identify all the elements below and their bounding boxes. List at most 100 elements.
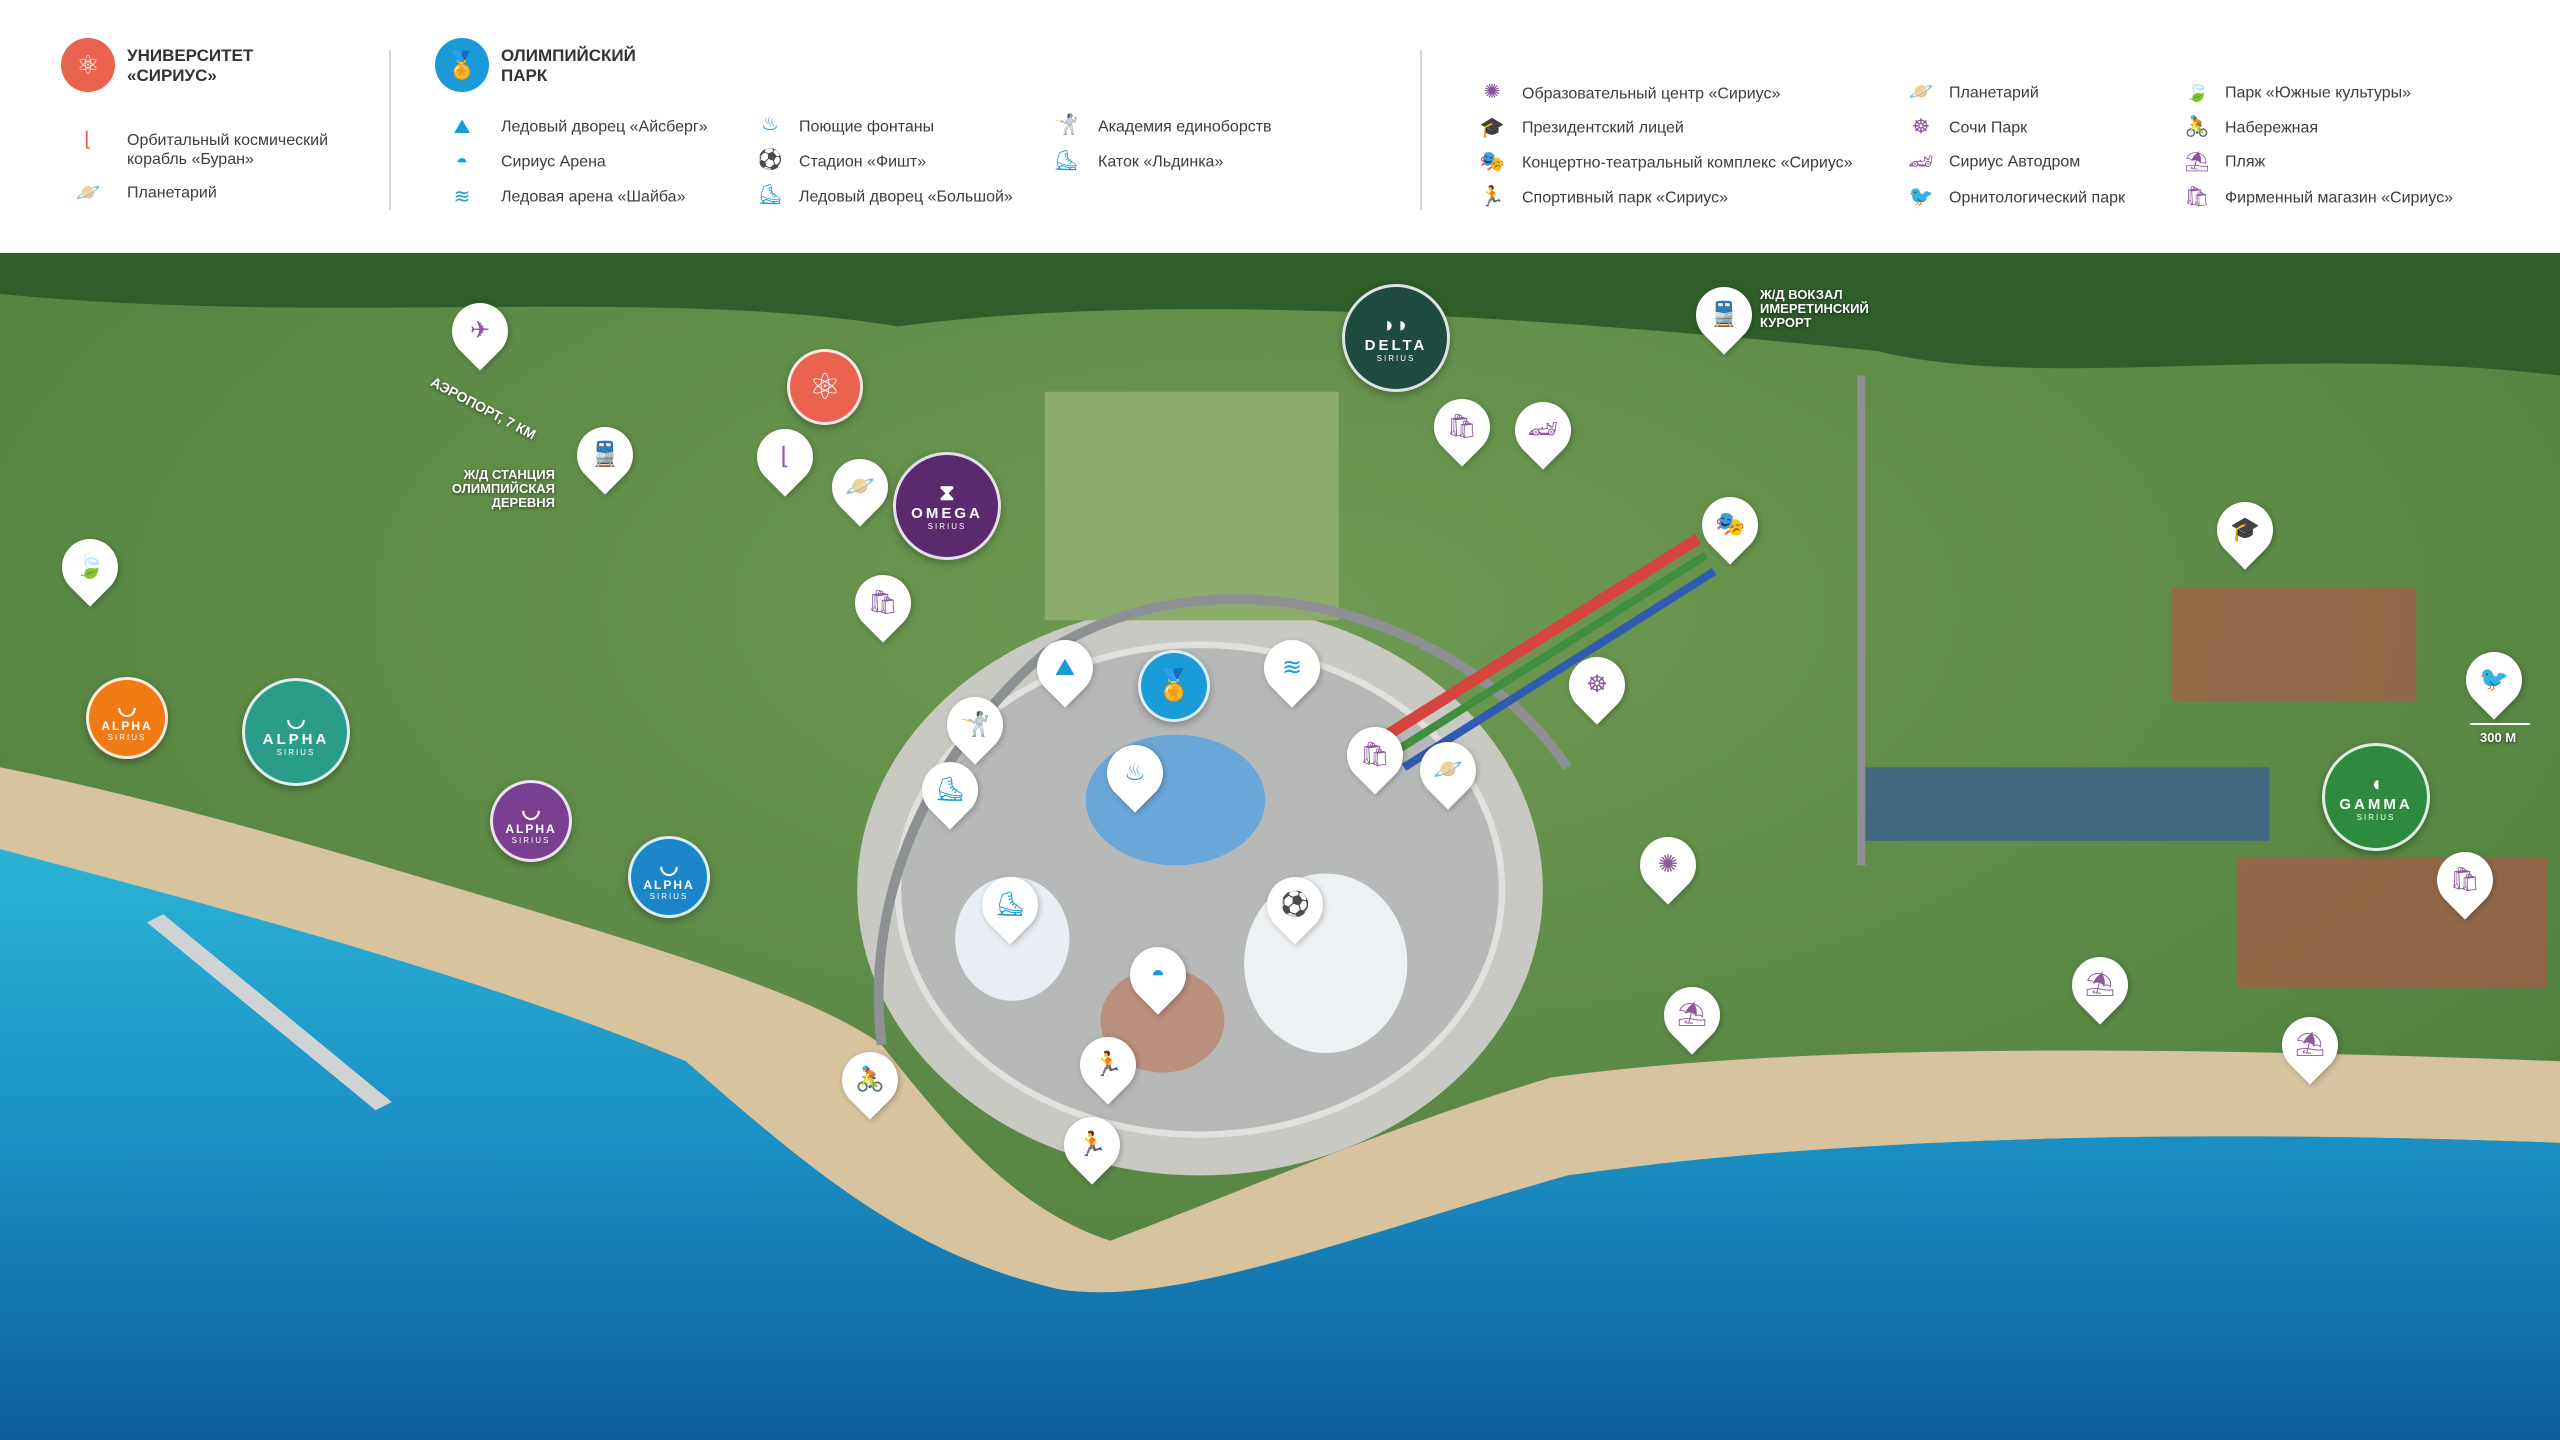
- sochi-park-pin[interactable]: ☸: [1557, 645, 1637, 725]
- ornithology-park-pin[interactable]: 🐦: [2454, 640, 2534, 720]
- hotel-logo-icon: ◡: [117, 693, 137, 719]
- railway-colorful: [1384, 533, 1702, 740]
- legend-item[interactable]: Президентский лицей: [1522, 119, 1684, 137]
- station-village-label: Ж/Д станция Олимпийская деревня: [451, 467, 555, 510]
- fountain-icon: ♨: [761, 113, 779, 135]
- shuttle-icon: ⌊: [780, 443, 790, 470]
- football-player-icon: ⚽: [1280, 891, 1310, 918]
- legend-item[interactable]: Сириус Арена: [501, 153, 606, 171]
- airplane-icon: ✈: [469, 317, 491, 344]
- sea: [0, 848, 2560, 1440]
- shop-pin[interactable]: 🛍: [1422, 387, 1502, 467]
- promenade-icon: 🚴: [855, 1066, 885, 1093]
- fisht-pin[interactable]: ⚽: [1255, 865, 1335, 945]
- south-cultures-pin[interactable]: 🍃: [50, 527, 130, 607]
- legend-item[interactable]: Поющие фонтаны: [799, 118, 935, 136]
- sport-park-pin[interactable]: 🏃: [1052, 1105, 1132, 1185]
- legend-item[interactable]: Концертно-театральный комплекс «Сириус»: [1522, 154, 1853, 172]
- atom-icon: ⚛: [61, 38, 115, 92]
- beach-umbrella-icon: ⛱: [1676, 1001, 1708, 1028]
- legend-item[interactable]: Парк «Южные культуры»: [2225, 84, 2412, 102]
- graduation-cap-icon: 🎓: [1479, 117, 1505, 139]
- university-sirius-marker[interactable]: ⚛: [787, 349, 863, 425]
- train-icon: 🚆: [590, 441, 620, 468]
- hockey-icon: ⛸: [757, 184, 783, 206]
- buran-pin[interactable]: ⌊: [745, 417, 825, 497]
- lyceum-pin[interactable]: 🎓: [2205, 490, 2285, 570]
- legend-item[interactable]: Каток «Льдинка»: [1098, 153, 1224, 171]
- shop-pin[interactable]: 🛍: [843, 563, 923, 643]
- shaiba-icon: ≋: [453, 186, 471, 208]
- legend-item[interactable]: Академия единоборств: [1098, 118, 1272, 136]
- dots-star-icon: ✺: [1483, 81, 1501, 103]
- beach-pin[interactable]: ⛱: [1652, 975, 1732, 1055]
- leaf-icon: 🍃: [2184, 81, 2210, 103]
- planetarium-pin[interactable]: 🪐: [820, 447, 900, 527]
- shaiba-icon: ≋: [1281, 654, 1303, 681]
- legend-item[interactable]: Спортивный парк «Сириус»: [1522, 189, 1728, 207]
- shop-pin[interactable]: 🛍: [2425, 840, 2505, 920]
- skating-rink-pin[interactable]: ⛸: [910, 750, 990, 830]
- residential-area: [2236, 857, 2547, 988]
- beach-pin[interactable]: ⛱: [2270, 1005, 2350, 1085]
- arena-icon: ◓: [455, 151, 469, 173]
- education-center-pin[interactable]: ✺: [1628, 825, 1708, 905]
- legend-item[interactable]: Набережная: [2225, 119, 2319, 137]
- legend-item[interactable]: Фирменный магазин «Сириус»: [2225, 189, 2454, 207]
- iceberg-icon: ⛰: [1054, 654, 1076, 681]
- legend-item[interactable]: Ледовая арена «Шайба»: [501, 188, 686, 206]
- scale-label: 300 м: [2480, 730, 2517, 745]
- fountains-pin[interactable]: ♨: [1095, 733, 1175, 813]
- ferris-wheel-icon: ☸: [1912, 116, 1930, 138]
- shopping-bag-icon: 🛍: [867, 589, 899, 616]
- train-icon: 🚆: [1709, 301, 1739, 328]
- theater-mask-icon: 🎭: [1479, 151, 1505, 173]
- iceberg-pin[interactable]: ⛰: [1025, 628, 1105, 708]
- shaiba-pin[interactable]: ≋: [1252, 628, 1332, 708]
- olympic-park-marker[interactable]: 🏅: [1138, 650, 1210, 722]
- shopping-bag-icon: 🛍: [2184, 186, 2210, 208]
- bolshoy-pin[interactable]: ⛸: [970, 865, 1050, 945]
- autodrom-pin[interactable]: 🏎: [1503, 390, 1583, 470]
- planetarium-pin[interactable]: 🪐: [1408, 730, 1488, 810]
- legend-item[interactable]: Орбитальный космический корабль «Буран»: [127, 132, 329, 168]
- railway-colorful: [1393, 551, 1709, 755]
- shop-pin[interactable]: 🛍: [1335, 715, 1415, 795]
- shopping-bag-icon: 🛍: [1359, 741, 1391, 768]
- legend-item[interactable]: Планетарий: [127, 184, 217, 202]
- race-car-icon: 🏎: [1908, 151, 1934, 173]
- legend-item[interactable]: Орнитологический парк: [1949, 189, 2126, 207]
- divider: [1420, 50, 1422, 210]
- legend-item[interactable]: Образовательный центр «Сириус»: [1522, 85, 1781, 103]
- legend-item[interactable]: Ледовый дворец «Большой»: [799, 188, 1013, 206]
- promenade-pin[interactable]: 🚴: [830, 1040, 910, 1120]
- concert-hall-pin[interactable]: 🎭: [1690, 485, 1770, 565]
- race-car-icon: 🏎: [1527, 416, 1559, 443]
- beach-pin[interactable]: ⛱: [2060, 945, 2140, 1025]
- sport-park-pin[interactable]: 🏃: [1068, 1025, 1148, 1105]
- legend-item[interactable]: Сириус Автодром: [1949, 153, 2081, 171]
- hotel-logo-icon: ◡: [286, 706, 306, 731]
- bird-icon: 🐦: [1908, 186, 1934, 208]
- train-station-pin[interactable]: 🚆: [1684, 275, 1764, 355]
- sirius-arena-pin[interactable]: ◓: [1118, 935, 1198, 1015]
- dots-star-icon: ✺: [1657, 851, 1679, 878]
- legend-item[interactable]: Пляж: [2225, 153, 2266, 171]
- airport-pin[interactable]: ✈: [440, 291, 520, 371]
- legend-item[interactable]: Стадион «Фишт»: [799, 153, 927, 171]
- aerial-map[interactable]: Аэропорт, 7 км Ж/Д станция Олимпийская д…: [0, 253, 2560, 1440]
- martial-arts-pin[interactable]: 🤺: [935, 685, 1015, 765]
- legend-item[interactable]: Сочи Парк: [1949, 119, 2028, 137]
- beach-umbrella-icon: ⛱: [2184, 151, 2210, 173]
- bolshoy-building: [1100, 968, 1225, 1073]
- train-station-pin[interactable]: 🚆: [565, 415, 645, 495]
- legend-item[interactable]: Планетарий: [1949, 84, 2039, 102]
- legend-item[interactable]: Ледовый дворец «Айсберг»: [501, 118, 708, 136]
